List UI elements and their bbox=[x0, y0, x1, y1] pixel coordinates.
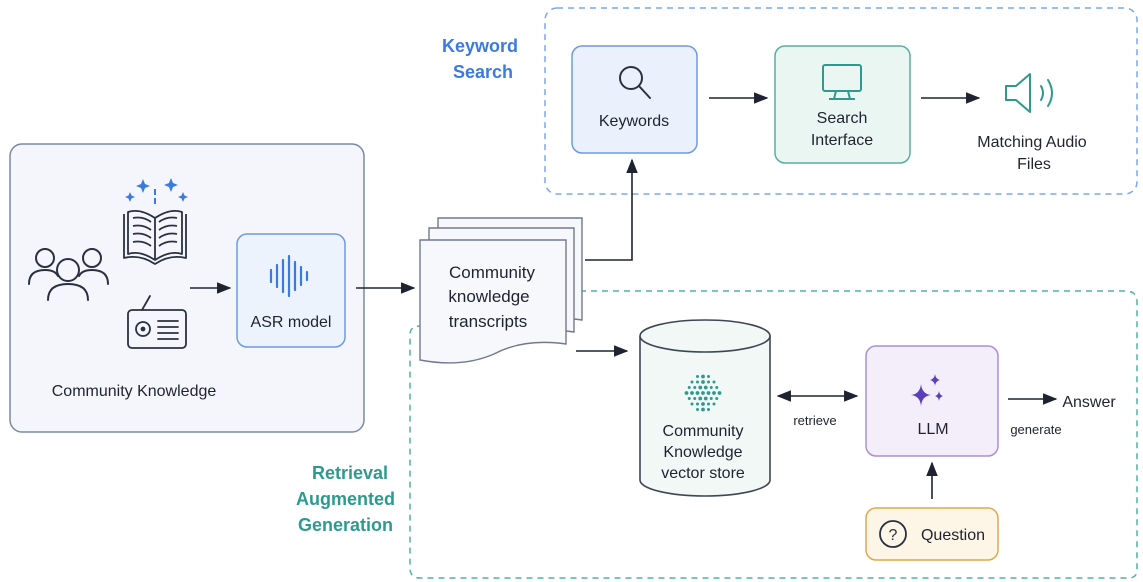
dot bbox=[690, 391, 694, 395]
keyword-search-region bbox=[544, 7, 1138, 195]
dot bbox=[690, 402, 694, 406]
transcripts-label-line3: transcripts bbox=[449, 312, 527, 331]
vector-store-label-line3: vector store bbox=[661, 465, 745, 482]
dot bbox=[696, 375, 699, 378]
sparkle-decor-icon bbox=[125, 178, 188, 204]
dot bbox=[706, 391, 711, 395]
matching-audio-node[interactable]: Matching Audio Files bbox=[977, 73, 1087, 173]
dot bbox=[715, 386, 719, 389]
edge-label-generate: generate bbox=[1010, 422, 1061, 437]
dot bbox=[707, 408, 710, 411]
dot bbox=[693, 386, 697, 389]
dot bbox=[712, 380, 716, 384]
dot bbox=[698, 385, 703, 390]
monitor-icon bbox=[822, 64, 862, 100]
dot bbox=[701, 374, 705, 379]
search-interface-label-line1: Search bbox=[817, 110, 868, 127]
community-knowledge-label: Community Knowledge bbox=[52, 383, 217, 400]
svg-text:?: ? bbox=[889, 527, 898, 544]
radio-icon bbox=[127, 295, 187, 349]
dot bbox=[687, 397, 691, 400]
vector-store-cylinder[interactable]: Community Knowledge vector store bbox=[639, 319, 771, 497]
llm-box[interactable]: LLM bbox=[865, 345, 999, 457]
arrows bbox=[190, 92, 1058, 499]
dot bbox=[709, 386, 713, 389]
dot bbox=[684, 391, 689, 395]
transcripts-label-line1: Community bbox=[449, 263, 535, 282]
question-icon: ? bbox=[879, 520, 907, 548]
rag-title-line1: Retrieval bbox=[312, 463, 388, 483]
speaker-icon bbox=[1005, 73, 1053, 113]
dot bbox=[693, 397, 697, 400]
dot bbox=[701, 391, 705, 395]
dot bbox=[707, 380, 710, 384]
answer-label: Answer bbox=[1062, 394, 1116, 411]
question-box[interactable]: ? Question bbox=[865, 507, 999, 561]
rag-region bbox=[409, 290, 1138, 579]
dot bbox=[712, 391, 716, 395]
dot bbox=[703, 385, 708, 390]
dot bbox=[687, 386, 691, 389]
asr-model-label: ASR model bbox=[251, 314, 332, 331]
search-interface-box[interactable]: Search Interface bbox=[774, 45, 911, 164]
matching-audio-label-line2: Files bbox=[1017, 156, 1051, 173]
arrow-transcripts-to-keywords bbox=[585, 158, 638, 261]
dot bbox=[701, 407, 705, 412]
rag-title-line3: Generation bbox=[298, 515, 393, 535]
sparkle-icon bbox=[911, 374, 943, 406]
dot bbox=[701, 380, 705, 384]
search-icon bbox=[619, 66, 651, 99]
dot bbox=[690, 380, 694, 384]
dot bbox=[696, 380, 699, 384]
dot bbox=[715, 397, 719, 400]
dot bbox=[707, 375, 710, 378]
matching-audio-label-line1: Matching Audio bbox=[977, 134, 1087, 151]
question-label: Question bbox=[921, 527, 985, 544]
book-icon bbox=[123, 209, 187, 265]
rag-title-line2: Augmented bbox=[296, 489, 395, 509]
keyword-search-title-line2: Search bbox=[453, 62, 513, 82]
dot bbox=[707, 402, 710, 406]
keywords-box[interactable]: Keywords bbox=[571, 45, 698, 154]
asr-model-box[interactable]: ASR model bbox=[236, 233, 346, 348]
dots-cluster-icon bbox=[684, 374, 722, 412]
edge-label-retrieve: retrieve bbox=[793, 413, 836, 428]
dot bbox=[696, 402, 699, 406]
dot bbox=[701, 402, 705, 406]
vector-store-label-line2: Knowledge bbox=[663, 444, 742, 461]
waveform-icon bbox=[269, 254, 309, 298]
people-icon bbox=[28, 248, 109, 301]
search-interface-label-line2: Interface bbox=[811, 132, 873, 149]
llm-label: LLM bbox=[917, 421, 948, 438]
dot bbox=[712, 402, 716, 406]
community-knowledge-box[interactable]: Community Knowledge bbox=[9, 143, 365, 433]
dot bbox=[696, 408, 699, 411]
dot bbox=[709, 397, 713, 400]
dot bbox=[703, 396, 708, 401]
transcripts-label-line2: knowledge bbox=[448, 287, 529, 306]
keyword-search-title-line1: Keyword bbox=[442, 36, 518, 56]
keywords-label: Keywords bbox=[599, 113, 669, 130]
vector-store-label-line1: Community bbox=[663, 423, 744, 440]
transcripts-stack[interactable]: Community knowledge transcripts bbox=[419, 217, 583, 364]
dot bbox=[695, 391, 700, 395]
dot bbox=[698, 396, 703, 401]
dot bbox=[717, 391, 722, 395]
